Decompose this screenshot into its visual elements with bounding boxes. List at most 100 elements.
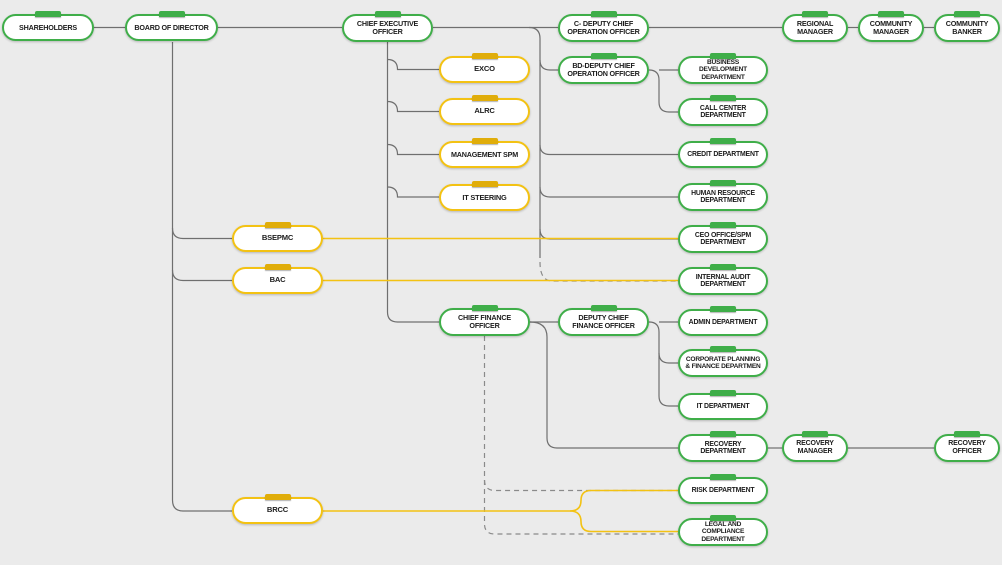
node-tab-icon	[710, 431, 736, 437]
node-it_steering[interactable]: IT STEERING	[439, 181, 530, 211]
node-admin_dept[interactable]: ADMIN DEPARTMENT	[678, 306, 768, 336]
node-board_of_director[interactable]: BOARD OF DIRECTOR	[125, 11, 218, 41]
node-credit_dept[interactable]: CREDIT DEPARTMENT	[678, 138, 768, 168]
node-label: COMMUNITY BANKER	[945, 19, 989, 36]
node-internal_audit_dept[interactable]: INTERNAL AUDIT DEPARTMENT	[678, 264, 768, 295]
node-tab-icon	[710, 515, 736, 521]
node-label: RECOVERY OFFICER	[948, 440, 986, 455]
node-tab-icon	[471, 138, 498, 144]
node-tab-icon	[710, 95, 736, 101]
node-label: IT STEERING	[462, 192, 507, 202]
node-chief_finance_officer[interactable]: CHIEF FINANCE OFFICER	[439, 305, 530, 336]
node-bd_deputy_coo[interactable]: BD-DEPUTY CHIEF OPERATION OFFICER	[558, 53, 649, 84]
node-tab-icon	[471, 53, 498, 59]
node-label: BD-DEPUTY CHIEF OPERATION OFFICER	[567, 61, 640, 78]
node-tab-icon	[710, 138, 736, 144]
node-c_deputy_coo[interactable]: C- DEPUTY CHIEF OPERATION OFFICER	[558, 11, 649, 42]
node-ceo_office_spm_dept[interactable]: CEO OFFICE/SPM DEPARTMENT	[678, 222, 768, 253]
node-tab-icon	[710, 180, 736, 186]
node-human_resource_dept[interactable]: HUMAN RESOURCE DEPARTMENT	[678, 180, 768, 211]
edge-ceo-trunk-right	[528, 26, 541, 258]
node-label: BSEPMC	[261, 233, 294, 243]
node-label: COMMUNITY MANAGER	[869, 19, 913, 36]
node-tab-icon	[710, 306, 736, 312]
edge-ceo-trunk-left	[386, 42, 439, 323]
edge-ceo-branch-itsteering	[387, 186, 439, 198]
node-label: CALL CENTER DEPARTMENT	[699, 104, 747, 119]
node-recovery_dept[interactable]: RECOVERY DEPARTMENT	[678, 431, 768, 462]
node-shareholders[interactable]: SHAREHOLDERS	[2, 11, 94, 41]
edge-brcc-yellow-to-legal	[569, 510, 678, 533]
node-tab-icon	[264, 264, 291, 270]
node-tab-icon	[954, 431, 980, 437]
node-tab-icon	[374, 11, 401, 17]
node-bsepmc[interactable]: BSEPMC	[232, 222, 323, 252]
node-label: INTERNAL AUDIT DEPARTMENT	[695, 273, 751, 288]
node-tab-icon	[471, 95, 498, 101]
edge-ceo-branch-alrc	[387, 100, 439, 113]
node-community_manager[interactable]: COMMUNITY MANAGER	[858, 11, 924, 42]
node-tab-icon	[954, 11, 980, 17]
node-tab-icon	[710, 264, 736, 270]
node-tab-icon	[471, 305, 498, 311]
node-brcc[interactable]: BRCC	[232, 494, 323, 524]
edge-ceo-right-to-internalaudit	[539, 261, 678, 282]
node-recovery_manager[interactable]: RECOVERY MANAGER	[782, 431, 848, 462]
node-label: BUSINESS DEVELOPMENT DEPARTMENT	[699, 59, 747, 81]
node-recovery_officer[interactable]: RECOVERY OFFICER	[934, 431, 1000, 462]
node-label: IT DEPARTMENT	[696, 402, 750, 410]
node-deputy_chief_fin_off[interactable]: DEPUTY CHIEF FINANCE OFFICER	[558, 305, 649, 336]
node-tab-icon	[802, 11, 828, 17]
node-tab-icon	[710, 53, 736, 59]
node-tab-icon	[35, 11, 61, 17]
node-business_dev_dept[interactable]: BUSINESS DEVELOPMENT DEPARTMENT	[678, 53, 768, 84]
edge-ceo-right-to-hr	[539, 186, 678, 198]
edge-bddeputy-to-callcenter	[658, 101, 678, 113]
node-label: BOARD OF DIRECTOR	[134, 22, 209, 32]
node-label: CREDIT DEPARTMENT	[687, 150, 759, 158]
node-label: C- DEPUTY CHIEF OPERATION OFFICER	[567, 19, 640, 36]
node-chief_exec_officer[interactable]: CHIEF EXECUTIVE OFFICER	[342, 11, 433, 42]
node-label: EXCO	[474, 64, 495, 74]
node-regional_manager[interactable]: REGIONAL MANAGER	[782, 11, 848, 42]
node-label: RISK DEPARTMENT	[691, 486, 755, 494]
node-tab-icon	[264, 222, 291, 228]
node-label: BAC	[269, 275, 286, 285]
node-tab-icon	[710, 346, 736, 352]
edge-ceo-branch-mgmtspm	[387, 143, 439, 156]
edge-ceo-right-to-bddeputy	[539, 59, 558, 71]
node-label: RECOVERY DEPARTMENT	[700, 440, 746, 455]
node-community_banker[interactable]: COMMUNITY BANKER	[934, 11, 1000, 42]
node-exco[interactable]: EXCO	[439, 53, 530, 83]
node-label: RECOVERY MANAGER	[796, 440, 834, 455]
node-tab-icon	[590, 305, 617, 311]
edge-ceo-branch-exco	[387, 58, 439, 71]
node-tab-icon	[710, 222, 736, 228]
node-management_spm[interactable]: MANAGEMENT SPM	[439, 138, 530, 168]
node-legal_compliance_dept[interactable]: LEGAL AND COMPLIANCE DEPARTMENT	[678, 515, 768, 546]
node-label: ADMIN DEPARTMENT	[688, 318, 758, 326]
node-label: REGIONAL MANAGER	[796, 19, 834, 36]
node-call_center_dept[interactable]: CALL CENTER DEPARTMENT	[678, 95, 768, 126]
edge-board-trunk-down	[171, 42, 232, 512]
node-alrc[interactable]: ALRC	[439, 95, 530, 125]
edge-board-branch-bac	[171, 269, 232, 282]
node-label: CHIEF FINANCE OFFICER	[458, 313, 511, 330]
node-label: ALRC	[474, 106, 495, 116]
node-tab-icon	[471, 181, 498, 187]
node-tab-icon	[710, 474, 736, 480]
node-it_dept[interactable]: IT DEPARTMENT	[678, 390, 768, 420]
node-label: SHAREHOLDERS	[19, 22, 77, 32]
node-risk_dept[interactable]: RISK DEPARTMENT	[678, 474, 768, 504]
edge-cfo-branch-recovery	[529, 321, 678, 449]
node-corp_planning_dept[interactable]: CORPORATE PLANNING & FINANCE DEPARTMEN	[678, 346, 768, 377]
node-tab-icon	[158, 11, 185, 17]
node-tab-icon	[710, 390, 736, 396]
node-tab-icon	[590, 53, 617, 59]
node-bac[interactable]: BAC	[232, 264, 323, 294]
edge-bddeputy-trunk	[648, 69, 660, 102]
edge-deputycfo-trunk	[648, 321, 678, 407]
node-label: HUMAN RESOURCE DEPARTMENT	[691, 189, 755, 204]
